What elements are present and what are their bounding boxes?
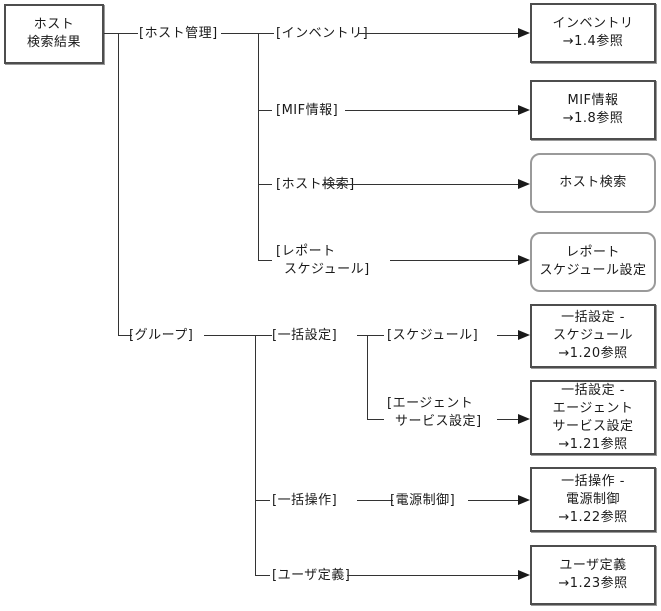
arrow-shaft-report [390, 260, 519, 261]
result-box-batchset-schedule: 一括設定 - スケジュール →1.20参照 [530, 304, 656, 368]
connector-tick-userdef [255, 575, 270, 576]
trunk-line-group [255, 335, 256, 575]
result-box-host-search-line1: ホスト検索 [559, 175, 627, 190]
label-report-schedule: [レポート スケジュール] [276, 243, 370, 279]
label-agent-service-line2: サービス設定] [395, 414, 482, 429]
label-report-schedule-line2: スケジュール] [284, 262, 370, 277]
result-box-batchset-agent: 一括設定 - エージェント サービス設定 →1.21参照 [530, 380, 656, 455]
result-box-inventory: インベントリ →1.4参照 [530, 3, 656, 63]
result-box-batchset-agent-ref: →1.21参照 [558, 436, 628, 452]
result-box-batchset-schedule-line2: スケジュール [552, 328, 634, 343]
result-box-batchset-schedule-ref: →1.20参照 [558, 346, 628, 361]
result-box-batchop-power-line2: 電源制御 [565, 491, 620, 507]
connector-batchset-schedule [357, 335, 384, 336]
arrow-shaft-agent [497, 419, 519, 420]
root-box-host-search-result: ホスト 検索結果 [4, 4, 104, 64]
label-report-schedule-line1: [レポート [276, 244, 336, 259]
arrowhead-mif [518, 105, 530, 115]
label-host-mgmt: [ホスト管理] [139, 26, 218, 41]
label-inventory: [インベントリ] [276, 26, 369, 41]
label-power-control: [電源制御] [390, 493, 456, 508]
arrowhead-userdef [518, 570, 530, 580]
arrowhead-report [518, 255, 530, 265]
label-batch-operation: [一括操作] [272, 493, 338, 508]
connector-tick-group [118, 335, 132, 336]
result-box-inventory-ref: →1.4参照 [562, 34, 624, 49]
arrow-shaft-inventory [358, 33, 519, 34]
connector-root-hostmgmt [104, 33, 138, 34]
label-host-search: [ホスト検索] [276, 177, 355, 192]
root-box-line1: ホスト [33, 17, 75, 32]
result-box-host-search: ホスト検索 [530, 153, 656, 213]
result-box-mif-ref: →1.8参照 [562, 111, 624, 126]
result-box-report-schedule: レポート スケジュール設定 [530, 232, 656, 292]
trunk-line-batch-setting [367, 335, 368, 419]
arrowhead-power [518, 495, 530, 505]
root-box-line2: 検索結果 [26, 35, 81, 50]
label-mif: [MIF情報] [276, 103, 339, 118]
result-box-batchset-schedule-line1: 一括設定 - [561, 310, 625, 325]
result-box-report-line2: スケジュール設定 [539, 263, 647, 278]
arrow-shaft-mif [345, 110, 519, 111]
label-batch-setting: [一括設定] [272, 328, 338, 343]
connector-tick-batchop [255, 500, 270, 501]
label-group: [グループ] [129, 328, 194, 343]
result-box-batchset-agent-line3: サービス設定 [552, 418, 634, 434]
result-box-inventory-line1: インベントリ [552, 16, 634, 31]
result-box-userdef: ユーザ定義 →1.23参照 [530, 545, 656, 605]
arrow-shaft-schedule [497, 335, 519, 336]
connector-tick-agent [367, 419, 384, 420]
arrow-shaft-userdef [347, 575, 519, 576]
label-schedule: [スケジュール] [387, 328, 479, 343]
label-user-defined: [ユーザ定義] [272, 568, 351, 583]
result-box-batchset-agent-line2: エージェント [552, 400, 634, 416]
result-box-mif-line1: MIF情報 [567, 93, 619, 108]
arrowhead-inventory [518, 28, 530, 38]
arrow-shaft-power [468, 500, 519, 501]
trunk-line-root [118, 33, 119, 335]
connector-tick-host-search [258, 184, 272, 185]
result-box-report-line1: レポート [565, 245, 620, 260]
connector-batchop-power [357, 500, 393, 501]
arrowhead-agent [518, 414, 530, 424]
connector-tick-mif [258, 110, 272, 111]
connector-hostmgmt-inventory [221, 33, 274, 34]
result-box-batchop-power: 一括操作 - 電源制御 →1.22参照 [530, 467, 656, 532]
result-box-mif: MIF情報 →1.8参照 [530, 80, 656, 140]
arrow-shaft-host-search [322, 184, 519, 185]
connector-tick-report [258, 260, 272, 261]
label-agent-service-line1: [エージェント [387, 396, 474, 411]
label-agent-service: [エージェント サービス設定] [387, 395, 482, 431]
connector-group-batchset [204, 335, 272, 336]
result-box-userdef-line1: ユーザ定義 [559, 558, 627, 573]
result-box-batchop-power-ref: →1.22参照 [558, 509, 628, 525]
arrowhead-host-search [518, 179, 530, 189]
trunk-line-host-mgmt [258, 33, 259, 260]
result-box-batchset-agent-line1: 一括設定 - [561, 382, 625, 398]
arrowhead-schedule [518, 330, 530, 340]
result-box-userdef-ref: →1.23参照 [558, 576, 628, 591]
result-box-batchop-power-line1: 一括操作 - [561, 473, 625, 489]
